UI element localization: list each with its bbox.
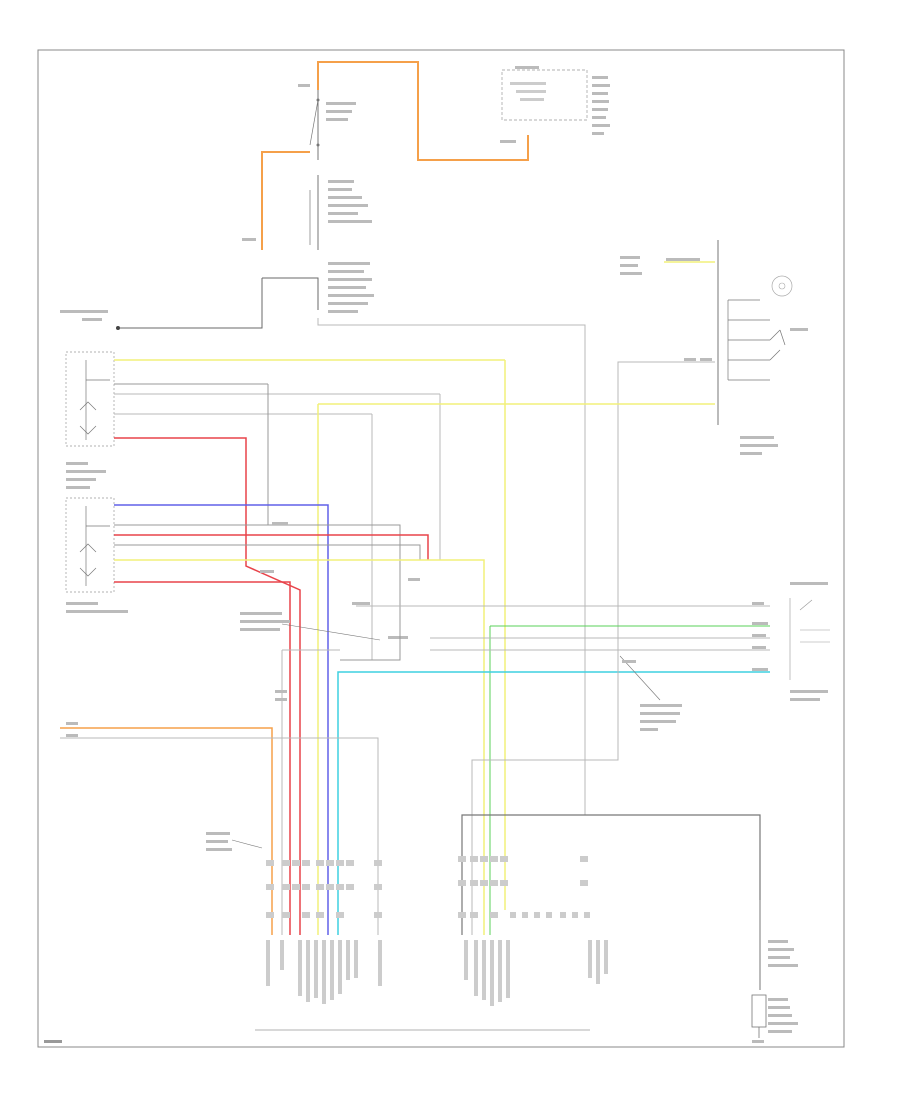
wire-cyan-right: [337, 671, 770, 935]
connector-icon: [752, 582, 830, 701]
connector-labels-right: [464, 940, 608, 1006]
ground-icon: [116, 326, 120, 330]
wire-orange-lower: [60, 727, 273, 935]
relay-label-block: [328, 262, 374, 313]
wire-gray-m2-a: [114, 524, 401, 620]
wire-gray-right-vertical: [317, 318, 586, 815]
wire-orange-left: [261, 151, 310, 250]
fuse-block-icon: [501, 69, 588, 121]
wire-gray-to-module: [471, 650, 619, 935]
connector-labels-left: [266, 940, 382, 1004]
motor-icon: [771, 275, 793, 297]
wire-red-m1: [114, 437, 301, 935]
wire-gray-right-switch: [617, 361, 715, 650]
wire-gray-m2-b: [114, 544, 421, 560]
wire-gray-box: [340, 620, 401, 661]
diagram-frame: [37, 49, 845, 1048]
relay-icon: [309, 175, 372, 250]
footer-mark: [44, 1040, 62, 1043]
wire-dark-left-connector: [120, 278, 263, 329]
wire-gray-lower: [60, 737, 379, 935]
power-window-switch: [620, 240, 808, 455]
sensor-label: [752, 940, 798, 1043]
wire-yellow-m2: [114, 559, 485, 935]
wire-orange-top: [317, 61, 529, 161]
connector-pins-right: [458, 856, 590, 918]
fuse-block-text: [510, 66, 610, 135]
sensor-icon: [751, 994, 767, 1028]
wire-red-m2-b: [114, 581, 291, 935]
wire-blue-m2: [114, 504, 329, 935]
left-rear-window-motor: [65, 497, 128, 613]
connector-pins-left: [266, 860, 382, 918]
wire-dark-ground-top: [262, 277, 319, 310]
wire-red-m2-a: [114, 534, 429, 560]
module-bracket: [461, 814, 761, 935]
switch-icon: [298, 84, 356, 160]
left-front-window-motor: [65, 351, 115, 489]
